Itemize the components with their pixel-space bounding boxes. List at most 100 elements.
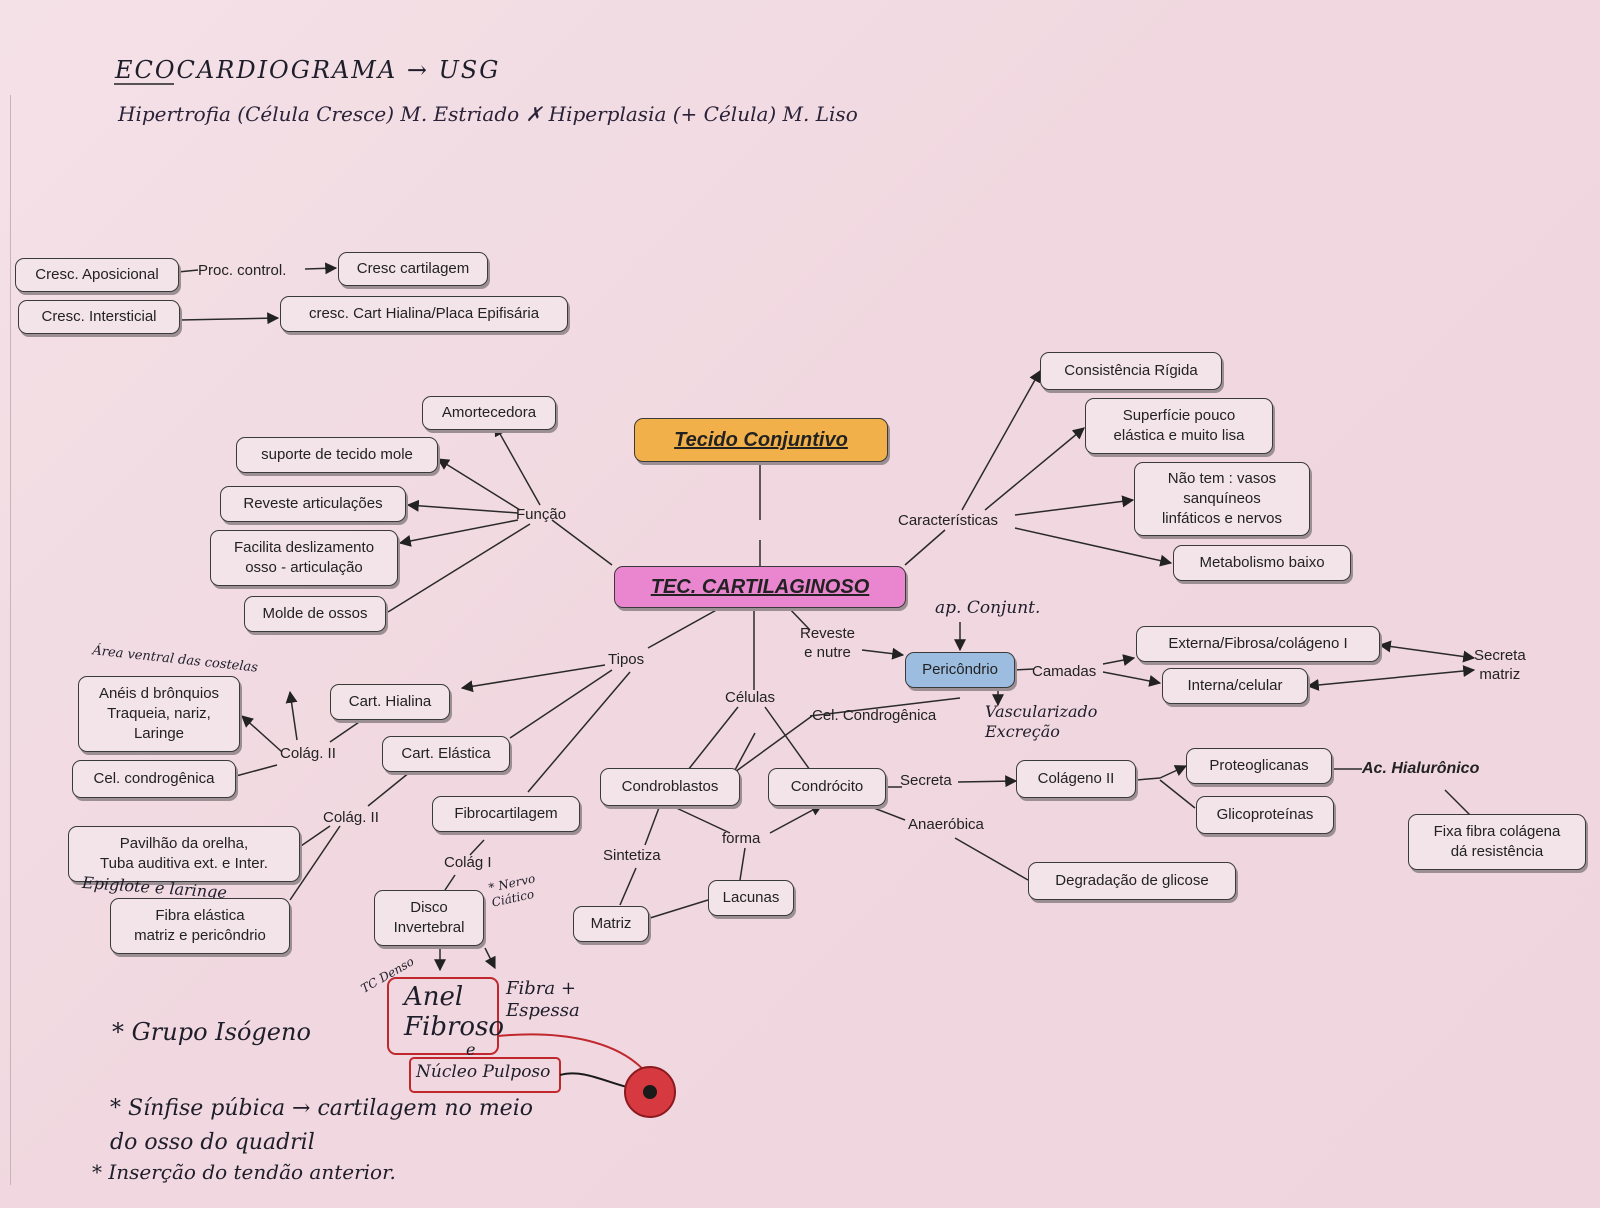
central-label: TEC. CARTILAGINOSO xyxy=(650,576,870,598)
caract-item-rigida[interactable]: Consistência Rígida xyxy=(1040,352,1222,390)
camada-externa-node[interactable]: Externa/Fibrosa/colágeno I xyxy=(1136,626,1380,662)
funcao-label: Função xyxy=(516,506,567,523)
cresc-cartilagem-label: Cresc cartilagem xyxy=(356,260,470,277)
glicoproteinas-node[interactable]: Glicoproteínas xyxy=(1196,796,1334,834)
funcao-item-label: Amortecedora xyxy=(441,404,537,421)
funcao-item-label: Facilita deslizamento osso - articulação xyxy=(233,539,375,576)
condrocito-node[interactable]: Condrócito xyxy=(768,768,886,806)
cart-hialina-node[interactable]: Cart. Hialina xyxy=(330,684,450,720)
camadas-label: Camadas xyxy=(1032,663,1097,680)
caract-item-metabolismo[interactable]: Metabolismo baixo xyxy=(1173,545,1351,581)
funcao-item-molde[interactable]: Molde de ossos xyxy=(244,596,386,632)
cresc-cartilagem-node[interactable]: Cresc cartilagem xyxy=(338,252,488,286)
colageno2-label: Colágeno II xyxy=(1037,770,1115,787)
celulas-label: Células xyxy=(725,689,776,706)
funcao-item-suporte[interactable]: suporte de tecido mole xyxy=(236,437,438,473)
colageno2-node[interactable]: Colágeno II xyxy=(1016,760,1136,798)
fixa-fibra-label: Fixa fibra colágena dá resistência xyxy=(1433,823,1561,860)
colag-2a-label: Colág. II xyxy=(280,745,336,762)
fibra-elastica-node[interactable]: Fibra elástica matriz e pericôndrio xyxy=(110,898,290,954)
condrocito-label: Condrócito xyxy=(790,778,864,795)
cresc-intersticial-node[interactable]: Cresc. Intersticial xyxy=(18,300,180,334)
cresc-aposicional-label: Cresc. Aposicional xyxy=(35,266,159,283)
colag-1-label: Colág I xyxy=(444,854,492,871)
caract-item-nao-tem[interactable]: Não tem : vasos sanquíneos linfáticos e … xyxy=(1134,462,1310,536)
fibrocartilagem-node[interactable]: Fibrocartilagem xyxy=(432,796,580,832)
secreta-label: Secreta xyxy=(900,772,952,789)
sinfise-note: * Sínfise púbica → cartilagem no meio do… xyxy=(110,1096,533,1155)
pavilhao-label: Pavilhão da orelha, Tuba auditiva ext. e… xyxy=(100,835,268,872)
fibrocartilagem-label: Fibrocartilagem xyxy=(454,805,558,822)
header-line-1: ECOCARDIOGRAMA → USG xyxy=(115,56,501,84)
central-node[interactable]: TEC. CARTILAGINOSO xyxy=(614,566,906,608)
caract-item-label: Não tem : vasos sanquíneos linfáticos e … xyxy=(1161,470,1283,527)
cresc-intersticial-label: Cresc. Intersticial xyxy=(41,308,157,325)
forma-label: forma xyxy=(722,830,761,847)
degradacao-node[interactable]: Degradação de glicose xyxy=(1028,862,1236,900)
matriz-label: Matriz xyxy=(590,915,632,932)
disco-label: Disco Invertebral xyxy=(393,899,465,936)
camada-interna-node[interactable]: Interna/celular xyxy=(1162,668,1308,704)
pavilhao-node[interactable]: Pavilhão da orelha, Tuba auditiva ext. e… xyxy=(68,826,300,882)
lacunas-label: Lacunas xyxy=(722,889,780,906)
proteoglicanas-node[interactable]: Proteoglicanas xyxy=(1186,748,1332,784)
funcao-item-facilita[interactable]: Facilita deslizamento osso - articulação xyxy=(210,530,398,586)
header-line-2: Hipertrofia (Célula Cresce) M. Estriado … xyxy=(118,102,858,126)
cart-elastica-node[interactable]: Cart. Elástica xyxy=(382,736,510,772)
cart-elastica-label: Cart. Elástica xyxy=(401,745,491,762)
insercao-note: * Inserção do tendão anterior. xyxy=(92,1160,396,1184)
reveste-nutre-label: Reveste e nutre xyxy=(800,625,856,661)
paper-edge xyxy=(10,95,11,1185)
matriz-node[interactable]: Matriz xyxy=(573,906,649,942)
aneis-label: Anéis d brônquios Traqueia, nariz, Larin… xyxy=(98,685,220,742)
disco-node[interactable]: Disco Invertebral xyxy=(374,890,484,946)
caract-item-label: Superfície pouco elástica e muito lisa xyxy=(1113,407,1245,444)
fibra-espessa-note: Fibra + Espessa xyxy=(506,978,580,1021)
funcao-item-label: suporte de tecido mole xyxy=(261,446,413,463)
e-note: e xyxy=(466,1040,476,1059)
proteoglicanas-label: Proteoglicanas xyxy=(1209,757,1309,774)
root-node[interactable]: Tecido Conjuntivo xyxy=(634,418,888,462)
ap-conjunt-note: ap. Conjunt. xyxy=(935,598,1041,618)
nucleo-pulposo-note: Núcleo Pulposo xyxy=(416,1062,551,1082)
caract-item-label: Consistência Rígida xyxy=(1064,362,1198,379)
cel-condrogenica-label: Cel. condrogênica xyxy=(93,770,215,787)
funcao-item-reveste[interactable]: Reveste articulações xyxy=(220,486,406,522)
secreta-matriz-label: Secreta matriz xyxy=(1474,647,1526,683)
funcao-item-label: Molde de ossos xyxy=(262,605,368,622)
pericondrio-node[interactable]: Pericôndrio xyxy=(905,652,1015,688)
glicoproteinas-label: Glicoproteínas xyxy=(1216,806,1314,823)
cresc-hialina-node[interactable]: cresc. Cart Hialina/Placa Epifisária xyxy=(280,296,568,332)
funcao-item-label: Reveste articulações xyxy=(243,495,383,512)
funcao-item-amortecedora[interactable]: Amortecedora xyxy=(422,396,556,430)
caract-item-label: Metabolismo baixo xyxy=(1199,554,1325,571)
vascularizado-note: Vasculari­zado Excreção xyxy=(985,702,1098,741)
colag-2b-label: Colág. II xyxy=(323,809,379,826)
camada-externa-label: Externa/Fibrosa/colágeno I xyxy=(1168,635,1348,652)
cresc-hialina-label: cresc. Cart Hialina/Placa Epifisária xyxy=(308,305,540,322)
anel-fibroso-note: Anel Fibroso xyxy=(404,982,505,1042)
anaerobica-label: Anaeróbica xyxy=(908,816,984,833)
ac-hialuronico-label: Ac. Hialurônico xyxy=(1362,760,1480,777)
proc-control-label: Proc. control. xyxy=(198,262,287,279)
cel-condrogenica-node[interactable]: Cel. condrogênica xyxy=(72,760,236,798)
camada-interna-label: Interna/celular xyxy=(1187,677,1283,694)
condroblastos-label: Condroblastos xyxy=(621,778,719,795)
fixa-fibra-node[interactable]: Fixa fibra colágena dá resistência xyxy=(1408,814,1586,870)
fibra-elastica-label: Fibra elástica matriz e pericôndrio xyxy=(134,907,266,944)
pericondrio-label: Pericôndrio xyxy=(922,661,998,678)
aneis-node[interactable]: Anéis d brônquios Traqueia, nariz, Larin… xyxy=(78,676,240,752)
root-label: Tecido Conjuntivo xyxy=(674,429,848,451)
sintetiza-label: Sintetiza xyxy=(603,847,661,864)
degradacao-label: Degradação de glicose xyxy=(1055,872,1209,889)
cel-condrogenica-label: Cel. Condrogênica xyxy=(812,707,937,724)
condroblastos-node[interactable]: Condroblastos xyxy=(600,768,740,806)
tipos-label: Tipos xyxy=(608,651,645,668)
caracteristicas-label: Características xyxy=(898,512,999,529)
caract-item-superficie[interactable]: Superfície pouco elástica e muito lisa xyxy=(1085,398,1273,454)
grupo-isogeno-note: * Grupo Isógeno xyxy=(112,1018,311,1046)
cart-hialina-label: Cart. Hialina xyxy=(348,693,432,710)
lacunas-node[interactable]: Lacunas xyxy=(708,880,794,916)
cresc-aposicional-node[interactable]: Cresc. Aposicional xyxy=(15,258,179,292)
